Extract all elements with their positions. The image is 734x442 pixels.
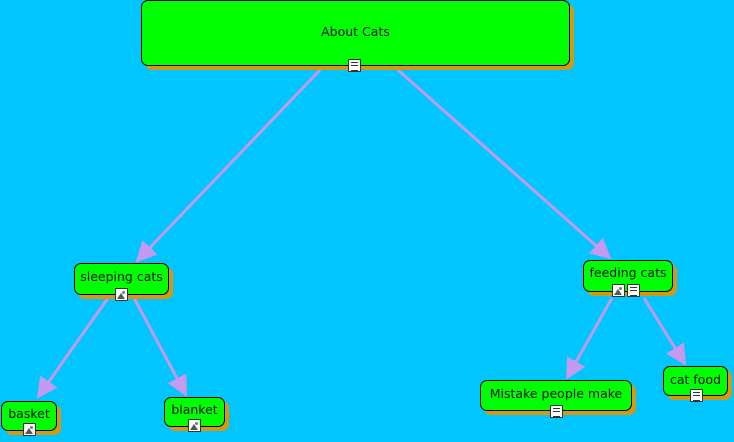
connector-about-to-feeding <box>397 68 612 260</box>
connector-about-to-sleeping <box>135 68 322 263</box>
image-icon[interactable] <box>188 419 201 432</box>
node-feeding-cats-label: feeding cats <box>589 265 667 280</box>
connector-sleeping-to-basket <box>36 297 110 399</box>
connector-feeding-to-catfood <box>642 297 687 366</box>
node-blanket[interactable]: blanket <box>164 397 225 432</box>
connector-sleeping-to-blanket <box>132 297 188 397</box>
node-about-cats-label: About Cats <box>321 24 390 39</box>
node-sleeping-cats[interactable]: sleeping cats <box>74 263 169 301</box>
document-icon[interactable] <box>627 284 640 297</box>
connector-feeding-to-mistake <box>565 297 614 380</box>
node-feeding-cats[interactable]: feeding cats <box>583 260 673 297</box>
node-mistake-people-make[interactable]: Mistake people make <box>480 380 632 418</box>
node-basket-label: basket <box>8 406 50 421</box>
image-icon[interactable] <box>115 288 128 301</box>
node-blanket-label: blanket <box>171 402 218 417</box>
node-cat-food-label: cat food <box>669 372 722 387</box>
node-cat-food[interactable]: cat food <box>663 366 728 402</box>
node-mistake-label: Mistake people make <box>489 386 623 401</box>
image-icon[interactable] <box>612 284 625 297</box>
document-icon[interactable] <box>690 389 703 402</box>
document-icon[interactable] <box>348 59 361 72</box>
node-about-cats[interactable]: About Cats <box>141 0 570 72</box>
node-sleeping-cats-label: sleeping cats <box>80 269 163 284</box>
image-icon[interactable] <box>23 423 36 436</box>
document-icon[interactable] <box>550 405 563 418</box>
node-basket[interactable]: basket <box>1 401 57 436</box>
